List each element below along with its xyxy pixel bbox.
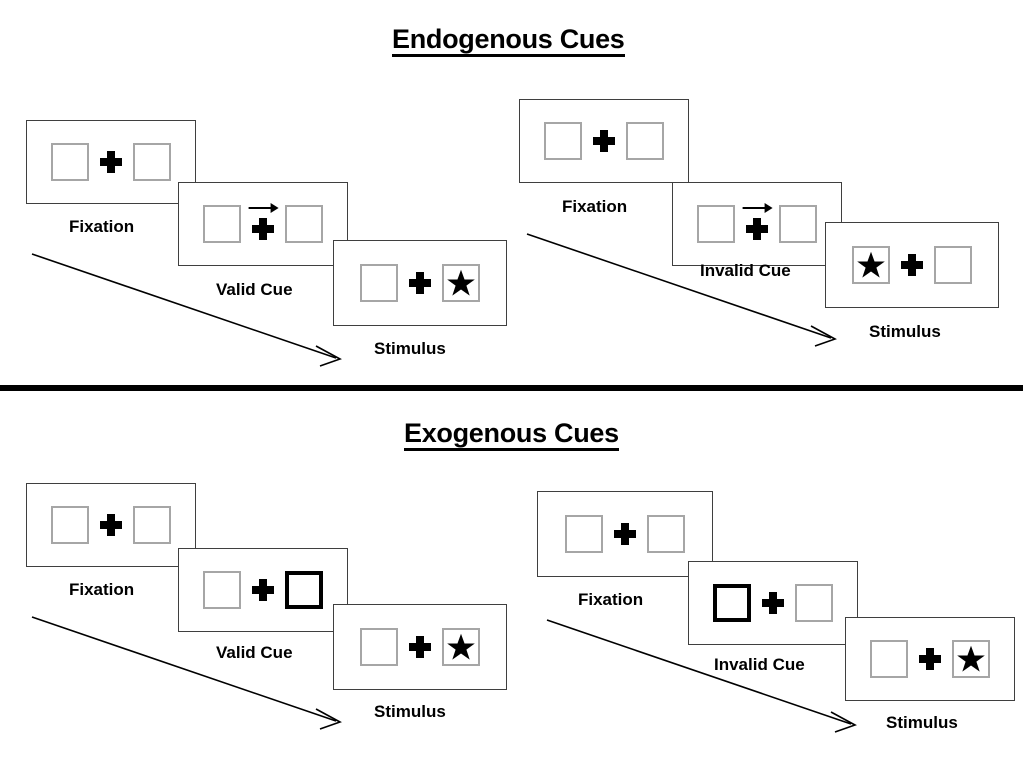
arrow-head bbox=[270, 203, 279, 213]
fixation-cross-wrap bbox=[241, 202, 285, 246]
plus-icon bbox=[746, 218, 768, 240]
frame-content bbox=[27, 121, 195, 203]
target-box-right bbox=[442, 264, 480, 302]
caption-exogenous-valid-stimulus: Stimulus bbox=[374, 702, 446, 721]
placeholder-box-left bbox=[870, 640, 908, 678]
frame-content bbox=[179, 183, 347, 265]
plus-icon bbox=[100, 151, 122, 173]
star-icon bbox=[957, 645, 985, 672]
frame-content bbox=[673, 183, 841, 265]
placeholder-box-right bbox=[285, 205, 323, 243]
plus-icon bbox=[409, 636, 431, 658]
frame-exogenous-invalid-stimulus bbox=[845, 617, 1015, 701]
frame-exogenous-valid-cue bbox=[178, 548, 348, 632]
section-title-exogenous: Exogenous Cues bbox=[404, 419, 619, 452]
frame-endogenous-invalid-stimulus bbox=[825, 222, 999, 308]
target-box-right bbox=[952, 640, 990, 678]
fixation-cross-wrap bbox=[398, 625, 442, 669]
frame-content bbox=[27, 484, 195, 566]
section-divider bbox=[0, 385, 1023, 391]
plus-icon bbox=[409, 272, 431, 294]
caption-exogenous-invalid-cue: Invalid Cue bbox=[714, 655, 805, 674]
fixation-cross-wrap bbox=[241, 568, 285, 612]
plus-icon bbox=[252, 218, 274, 240]
cued-box-left bbox=[713, 584, 751, 622]
arrow-right-icon bbox=[248, 203, 279, 213]
caption-endogenous-valid-cue: Valid Cue bbox=[216, 280, 293, 299]
caption-exogenous-invalid-stimulus: Stimulus bbox=[886, 713, 958, 732]
frame-content bbox=[689, 562, 857, 644]
fixation-cross-wrap bbox=[89, 503, 133, 547]
frame-content bbox=[520, 100, 688, 182]
arrow-shaft bbox=[248, 207, 273, 209]
section-title-endogenous: Endogenous Cues bbox=[392, 25, 625, 58]
frame-content bbox=[538, 492, 712, 576]
placeholder-box-left bbox=[203, 571, 241, 609]
target-box-right bbox=[442, 628, 480, 666]
placeholder-box-left bbox=[544, 122, 582, 160]
placeholder-box-left bbox=[565, 515, 603, 553]
placeholder-box-left bbox=[360, 628, 398, 666]
caption-endogenous-valid-fixation: Fixation bbox=[69, 217, 135, 236]
plus-icon bbox=[762, 592, 784, 614]
frame-endogenous-invalid-cue bbox=[672, 182, 842, 266]
cued-box-right bbox=[285, 571, 323, 609]
plus-icon bbox=[593, 130, 615, 152]
plus-icon bbox=[919, 648, 941, 670]
frame-exogenous-invalid-cue bbox=[688, 561, 858, 645]
frame-exogenous-valid-stimulus bbox=[333, 604, 507, 690]
fixation-cross-wrap bbox=[751, 581, 795, 625]
frame-content bbox=[334, 605, 506, 689]
target-box-left bbox=[852, 246, 890, 284]
frame-content bbox=[846, 618, 1014, 700]
placeholder-box-left bbox=[51, 506, 89, 544]
arrow-right-icon bbox=[742, 203, 773, 213]
frame-exogenous-invalid-fixation bbox=[537, 491, 713, 577]
plus-icon bbox=[614, 523, 636, 545]
frame-content bbox=[826, 223, 998, 307]
placeholder-box-left bbox=[51, 143, 89, 181]
caption-endogenous-invalid-cue: Invalid Cue bbox=[700, 261, 791, 280]
frame-exogenous-valid-fixation bbox=[26, 483, 196, 567]
frame-content bbox=[179, 549, 347, 631]
frame-content bbox=[334, 241, 506, 325]
placeholder-box-left bbox=[360, 264, 398, 302]
caption-exogenous-valid-fixation: Fixation bbox=[69, 580, 135, 599]
placeholder-box-right bbox=[133, 143, 171, 181]
placeholder-box-left bbox=[203, 205, 241, 243]
fixation-cross-wrap bbox=[582, 119, 626, 163]
frame-endogenous-valid-cue bbox=[178, 182, 348, 266]
placeholder-box-right bbox=[779, 205, 817, 243]
caption-exogenous-valid-cue: Valid Cue bbox=[216, 643, 293, 662]
caption-endogenous-valid-stimulus: Stimulus bbox=[374, 339, 446, 358]
frame-endogenous-valid-stimulus bbox=[333, 240, 507, 326]
plus-icon bbox=[252, 579, 274, 601]
arrow-head bbox=[764, 203, 773, 213]
caption-exogenous-invalid-fixation: Fixation bbox=[578, 590, 644, 609]
placeholder-box-right bbox=[647, 515, 685, 553]
caption-endogenous-invalid-fixation: Fixation bbox=[562, 197, 628, 216]
star-icon bbox=[447, 269, 475, 296]
fixation-cross-wrap bbox=[398, 261, 442, 305]
placeholder-box-right bbox=[795, 584, 833, 622]
fixation-cross-wrap bbox=[89, 140, 133, 184]
frame-endogenous-valid-fixation bbox=[26, 120, 196, 204]
placeholder-box-right bbox=[934, 246, 972, 284]
placeholder-box-right bbox=[133, 506, 171, 544]
fixation-cross-wrap bbox=[890, 243, 934, 287]
arrow-shaft bbox=[742, 207, 767, 209]
star-icon bbox=[447, 633, 475, 660]
fixation-cross-wrap bbox=[735, 202, 779, 246]
fixation-cross-wrap bbox=[603, 512, 647, 556]
frame-endogenous-invalid-fixation bbox=[519, 99, 689, 183]
plus-icon bbox=[901, 254, 923, 276]
plus-icon bbox=[100, 514, 122, 536]
fixation-cross-wrap bbox=[908, 637, 952, 681]
caption-endogenous-invalid-stimulus: Stimulus bbox=[869, 322, 941, 341]
placeholder-box-left bbox=[697, 205, 735, 243]
placeholder-box-right bbox=[626, 122, 664, 160]
star-icon bbox=[857, 251, 885, 278]
